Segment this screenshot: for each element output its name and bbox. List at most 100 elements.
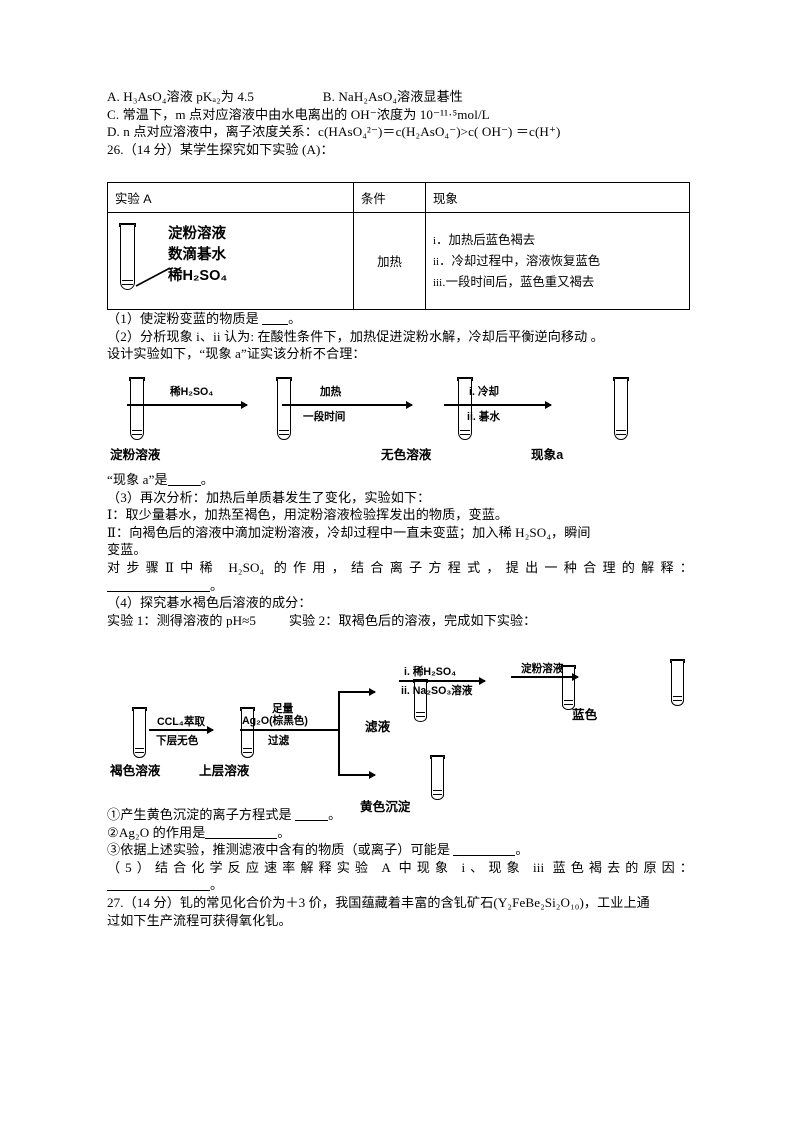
answer-blank-step-2[interactable] bbox=[107, 590, 210, 592]
flow1-test-tube-4 bbox=[613, 377, 630, 440]
flow1-arrow3-label-bottom: ii. 碁水 bbox=[467, 411, 500, 423]
flow2-test-tube-blue bbox=[670, 659, 686, 706]
flow1-test-tube-2 bbox=[276, 377, 293, 440]
phenomenon-cell: i．加热后蓝色褐去 ii．冷却过程中，溶液恢复蓝色 iii.一段时间后，蓝色重又… bbox=[425, 212, 690, 310]
flow2-arrow2-label-top2: Ag₂O(棕黑色) bbox=[242, 715, 308, 727]
phenomenon-text-i: ．加热后蓝色褐去 bbox=[436, 232, 536, 247]
flow2-arrow-2 bbox=[240, 729, 339, 731]
item-1-period: 。 bbox=[328, 807, 342, 822]
experiment-1-text: 实验 1：测得溶液的 pH≈5 bbox=[107, 612, 257, 628]
experiment-1-2-row: 实验 1：测得溶液的 pH≈5 实验 2：取褐色后的溶液，完成如下实验： bbox=[107, 612, 693, 630]
reagent-label-3: 稀H₂SO₄ bbox=[168, 268, 228, 284]
table-header-row: 实验 A 条件 现象 bbox=[107, 182, 690, 213]
sub-question-5-blank-row: 。 bbox=[107, 876, 693, 894]
phenomenon-item-ii: ii．冷却过程中，溶液恢复蓝色 bbox=[433, 251, 682, 272]
sub-question-1-period: 。 bbox=[288, 311, 302, 326]
reagent-label-1: 淀粉溶液 bbox=[168, 226, 226, 242]
flow1-arrow-1 bbox=[127, 401, 248, 408]
flow2-arrow3-label-bottom: ii. Na₂SO₃溶液 bbox=[401, 685, 473, 697]
option-row-ab: A. H₃AsO₄溶液 pKₐ₂为 4.5 B. NaH₂AsO₄溶液显碁性 bbox=[107, 88, 693, 106]
sub-question-5: （5）结合化学反应速率解释实验 A 中现象 i、现象 iii 蓝色褐去的原因： bbox=[107, 859, 693, 875]
answer-blank-item-2[interactable] bbox=[205, 837, 278, 839]
header-phenomenon: 现象 bbox=[425, 182, 690, 213]
phenomenon-num-iii: iii bbox=[433, 276, 443, 289]
answer-blank-1[interactable] bbox=[262, 324, 289, 325]
experiment-a-table: 实验 A 条件 现象 淀粉溶液 数滴碁水 稀H₂SO₄ bbox=[107, 182, 690, 310]
phenomenon-a-question: “现象 a”是 。 bbox=[107, 471, 693, 489]
test-tube-icon bbox=[119, 223, 136, 290]
sub-question-3-block: “现象 a”是。 （3）再次分析：加热后单质碁发生了变化，实验如下： Ⅰ：取少量… bbox=[107, 471, 693, 629]
flow1-arrow3-label-top: i. 冷却 bbox=[469, 386, 500, 398]
flow1-test-tube-3 bbox=[456, 377, 473, 440]
answer-blank-item-3[interactable] bbox=[453, 855, 516, 857]
flow1-arrow1-label-top: 稀H₂SO₄ bbox=[170, 386, 214, 398]
question-26-stem: 26.（14 分）某学生探究如下实验 (A)： bbox=[107, 141, 334, 157]
step-2-period: 。 bbox=[210, 577, 224, 593]
answer-blank-item-1[interactable] bbox=[295, 820, 329, 821]
phenomenon-text-iii: .一段时间后，蓝色重又褐去 bbox=[442, 274, 595, 289]
item-1: ①产生黄色沉淀的离子方程式是 。 bbox=[107, 806, 693, 824]
phenomenon-a-question-text: “现象 a”是 bbox=[107, 472, 168, 487]
reagent-label-list: 淀粉溶液 数滴碁水 稀H₂SO₄ bbox=[168, 224, 227, 287]
flow2-arrow2-label-bottom: 过滤 bbox=[268, 735, 290, 747]
experiment-2-text: 实验 2：取褐色后的溶液，完成如下实验： bbox=[288, 612, 537, 628]
step-2-text-b: 变蓝。 bbox=[107, 542, 147, 558]
question-27-line2: 过如下生产流程可获得氧化钆。 bbox=[107, 912, 292, 928]
sub-question-3: （3）再次分析：加热后单质碁发生了变化，实验如下： bbox=[107, 489, 431, 505]
condition-cell: 加热 bbox=[353, 212, 426, 310]
item-1-text: ①产生黄色沉淀的离子方程式是 bbox=[107, 807, 292, 822]
sub-question-2-line2: 设计实验如下，“现象 a”证实该分析不合理： bbox=[107, 346, 366, 362]
phenomenon-item-i: i．加热后蓝色褐去 bbox=[433, 230, 682, 251]
flow2-caption-upper: 上层溶液 bbox=[199, 764, 250, 778]
flow2-branch-arrow-down bbox=[338, 771, 376, 778]
question-27-line1: 27.（14 分）钆的常见化合价为＋3 价，我国蕴藏着丰富的含钆矿石(Y₂FeB… bbox=[107, 894, 650, 910]
sub-question-1: （1）使淀粉变蓝的物质是 。 bbox=[107, 310, 693, 328]
sub-question-2-line1: （2）分析现象 i、ii 认为: 在酸性条件下，加热促进淀粉水解，冷却后平衡逆向… bbox=[107, 328, 604, 344]
flow2-arrow1-label-top: CCL₄萃取 bbox=[157, 716, 206, 728]
flow2-arrow-3 bbox=[399, 677, 486, 684]
flow1-arrow-2 bbox=[282, 401, 413, 408]
flow-diagram-2: 褐色溶液 CCL₄萃取 下层无色 上层溶液 足量 Ag₂O(棕黑色) 过滤 滤液… bbox=[107, 659, 693, 814]
options-block: A. H₃AsO₄溶液 pKₐ₂为 4.5 B. NaH₂AsO₄溶液显碁性 C… bbox=[107, 88, 693, 158]
header-condition: 条件 bbox=[353, 182, 426, 213]
sub-question-4: （4）探究碁水褐色后溶液的成分： bbox=[107, 595, 312, 611]
sub-question-5-period: 。 bbox=[210, 877, 224, 893]
experiment-diagram-cell: 淀粉溶液 数滴碁水 稀H₂SO₄ bbox=[107, 212, 354, 310]
flow1-arrow2-label-top: 加热 bbox=[320, 386, 342, 398]
option-b: B. NaH₂AsO₄溶液显碁性 bbox=[322, 89, 464, 104]
item-2-period: 。 bbox=[277, 824, 291, 840]
step-2-question-blank-row: 。 bbox=[107, 577, 693, 595]
step-2-text-a: Ⅱ：向褐色后的溶液中滴加淀粉溶液，冷却过程中一直未变蓝；加入稀 H₂SO₄，瞬间 bbox=[107, 524, 591, 540]
flow2-arrow-4 bbox=[511, 673, 579, 680]
sub-question-1-text: （1）使淀粉变蓝的物质是 bbox=[107, 311, 259, 326]
flow2-test-tube-precipitate bbox=[430, 755, 446, 800]
reagent-label-2: 数滴碁水 bbox=[168, 247, 226, 263]
flow1-arrow-3 bbox=[444, 401, 552, 408]
phenomenon-num-ii: ii bbox=[433, 255, 440, 268]
flow2-arrow1-label-bottom: 下层无色 bbox=[156, 735, 199, 747]
option-d: D. n 点对应溶液中，离子浓度关系：c(HAsO₄²⁻)＝c(H₂AsO₄⁻)… bbox=[107, 124, 561, 140]
phenomenon-a-period: 。 bbox=[200, 472, 214, 487]
items-block: ①产生黄色沉淀的离子方程式是 。 ②Ag₂O 的作用是。 ③依据上述实验，推测滤… bbox=[107, 806, 693, 929]
phenomenon-text-ii: ．冷却过程中，溶液恢复蓝色 bbox=[439, 253, 601, 268]
flow2-arrow-1 bbox=[149, 726, 214, 733]
option-a: A. H₃AsO₄溶液 pKₐ₂为 4.5 bbox=[107, 89, 255, 104]
flow1-arrow2-label-bottom: 一段时间 bbox=[303, 411, 346, 423]
step-1-text: Ⅰ：取少量碁水，加热至褐色，用淀粉溶液检验挥发出的物质，变蓝。 bbox=[107, 507, 509, 523]
flow2-branch-vertical bbox=[338, 691, 340, 775]
flow2-caption-filtrate: 滤液 bbox=[365, 720, 391, 734]
flow2-arrow2-label-top1: 足量 bbox=[272, 703, 294, 715]
answer-blank-sub-5[interactable] bbox=[107, 890, 210, 892]
option-c: C. 常温下，m 点对应溶液中由水电离出的 OH⁻浓度为 10⁻¹¹·⁵mol/… bbox=[107, 106, 490, 122]
item-3-text: ③依据上述实验，推测滤液中含有的物质（或离子）可能是 bbox=[107, 842, 451, 858]
flow2-branch-arrow-up bbox=[338, 688, 376, 695]
header-experiment: 实验 A bbox=[107, 182, 354, 213]
flow-diagram-1: 淀粉溶液 稀H₂SO₄ 加热 一段时间 无色溶液 i. 冷却 ii. 碁水 现象… bbox=[107, 372, 693, 464]
answer-blank-phenomenon-a[interactable] bbox=[167, 485, 201, 486]
item-2: ②Ag₂O 的作用是。 bbox=[107, 824, 693, 842]
flow2-caption-blue: 蓝色 bbox=[572, 708, 598, 722]
flow1-caption-phenomenon-a: 现象a bbox=[531, 448, 564, 462]
phenomenon-num-i: i bbox=[433, 234, 437, 247]
flow2-arrow4-label-top: 淀粉溶液 bbox=[521, 663, 564, 675]
